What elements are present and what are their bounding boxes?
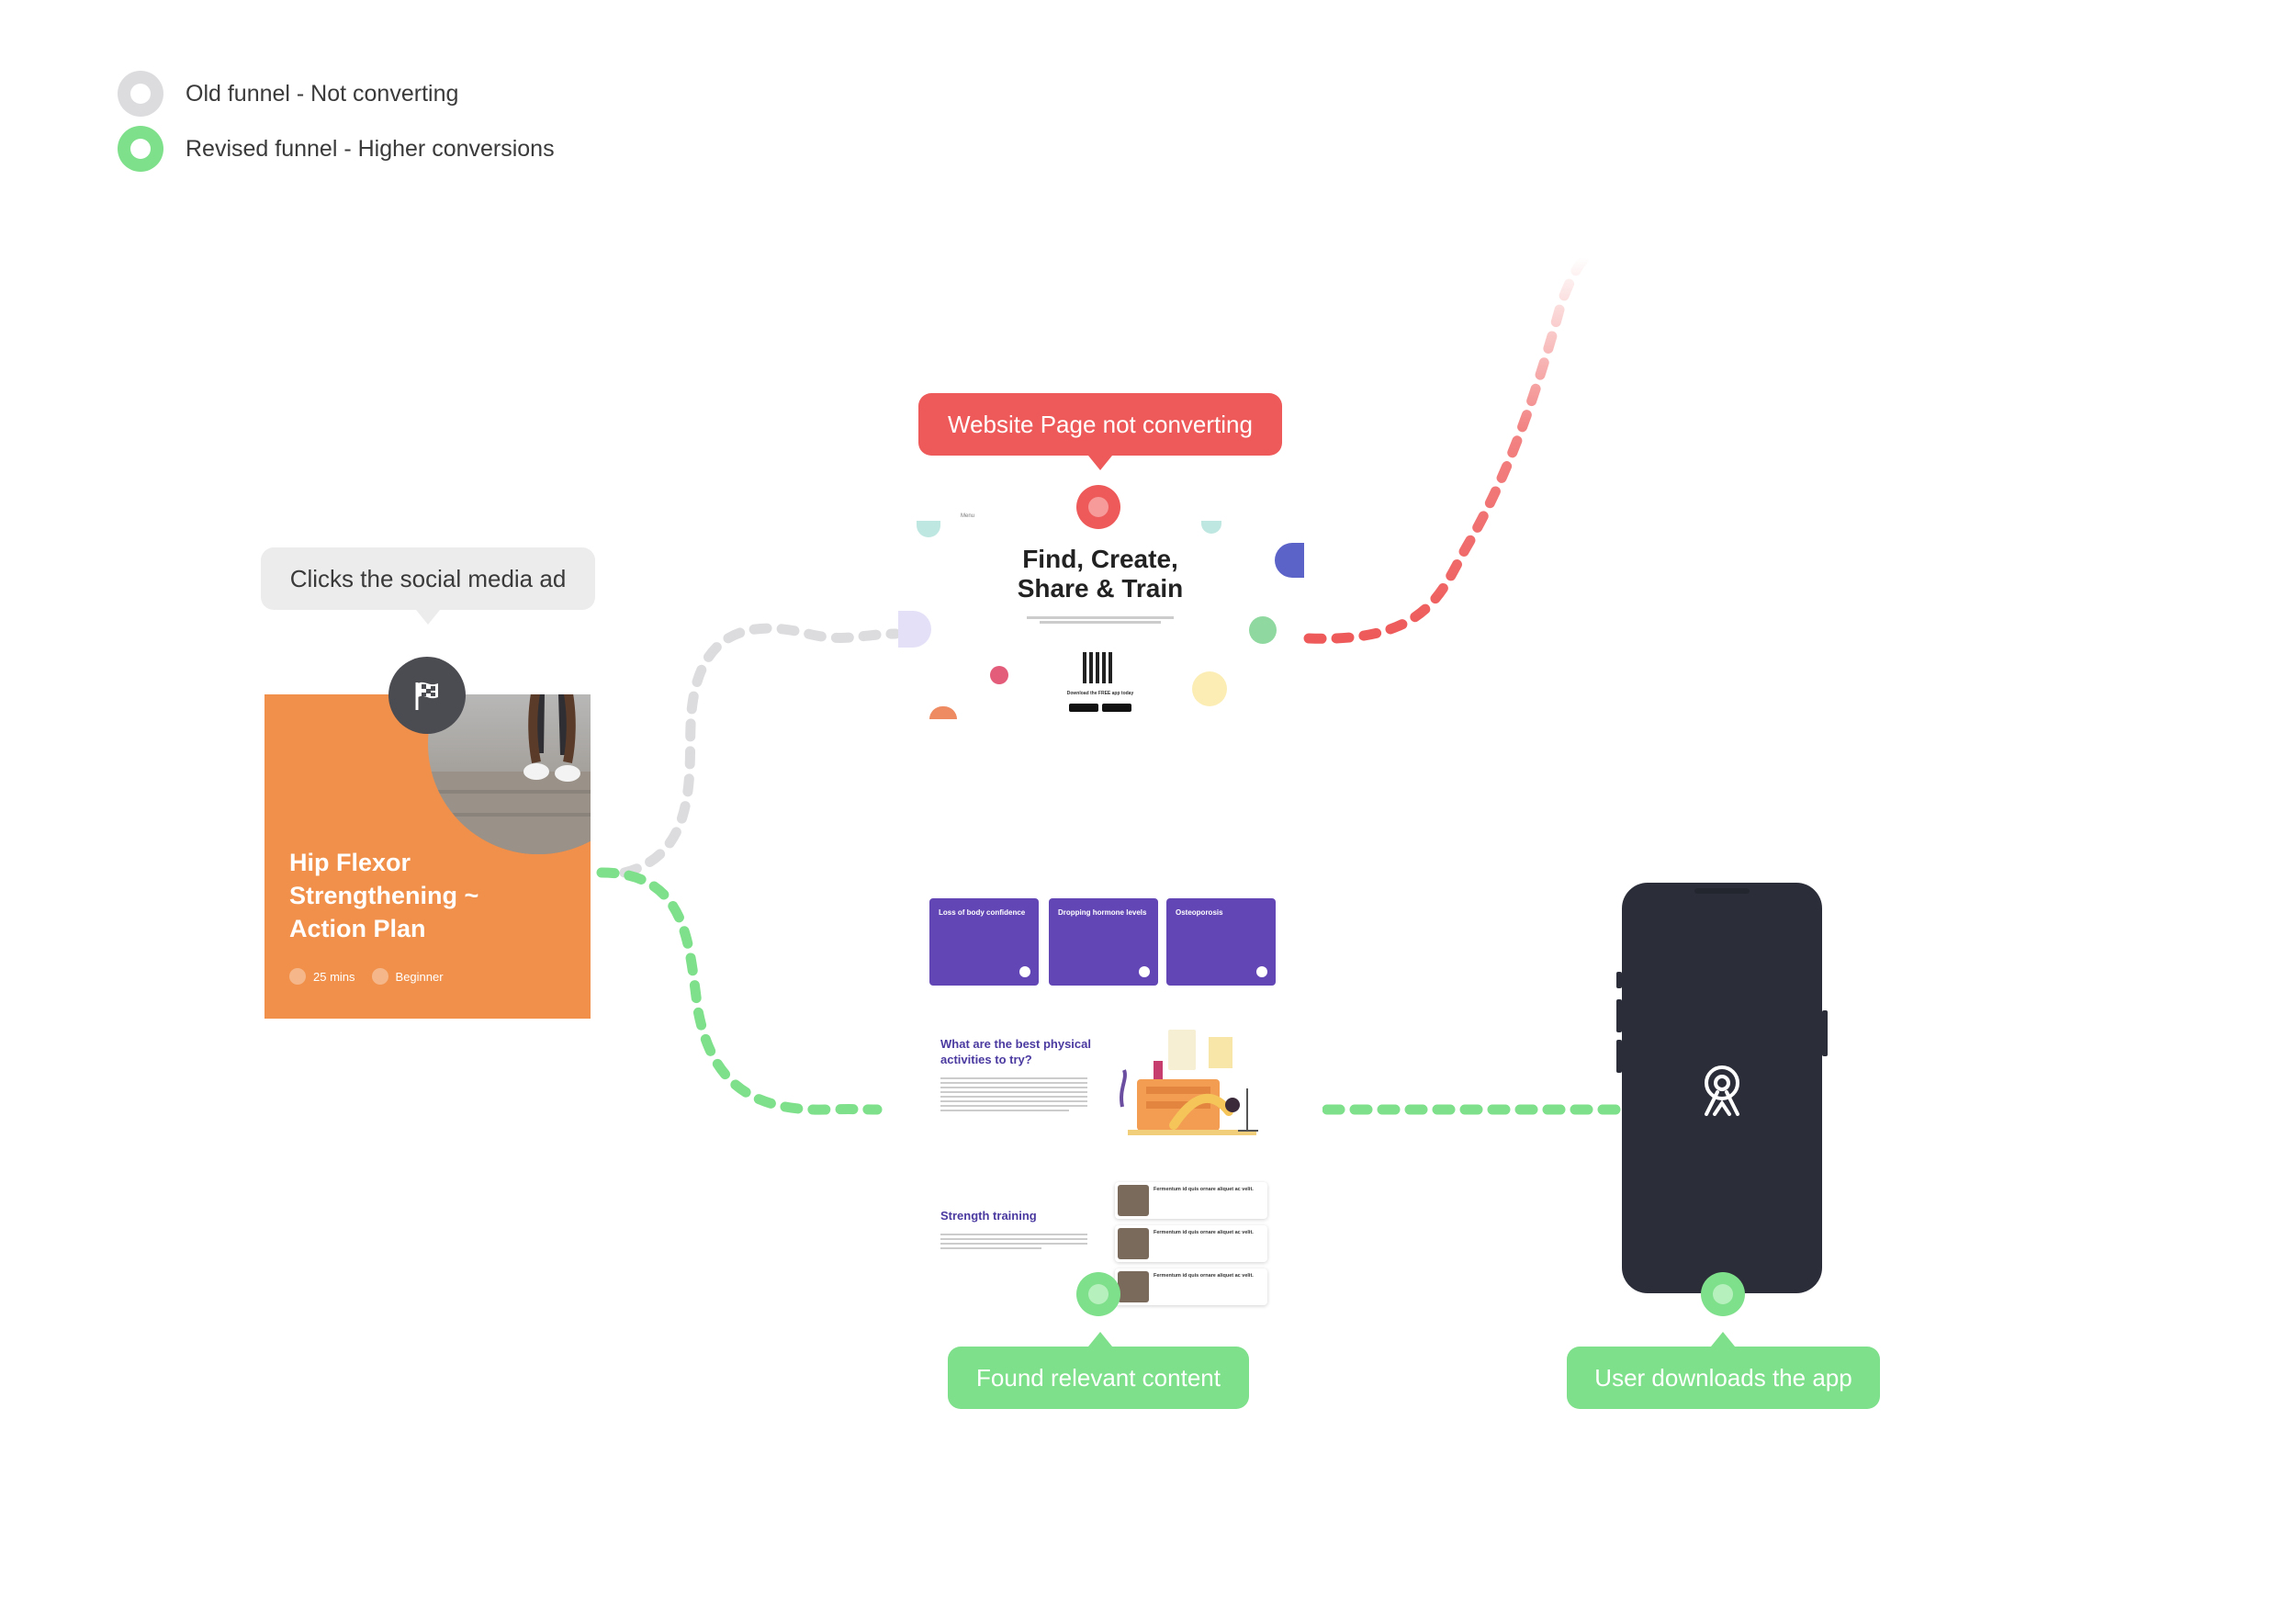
deco-circle [990, 666, 1008, 684]
arrow-icon [1019, 966, 1030, 977]
content-step-bubble: Found relevant content [948, 1347, 1249, 1409]
website-headline-line-2: Share & Train [1017, 574, 1184, 603]
video-title: Fermentum id quis ornare aliquet ac veli… [1154, 1230, 1254, 1235]
content-node [1076, 1272, 1120, 1316]
website-download-cta: Download the FREE app today [1066, 691, 1134, 696]
video-title: Fermentum id quis ornare aliquet ac veli… [1154, 1187, 1254, 1192]
website-node [1076, 485, 1120, 529]
topic-tile[interactable]: Dropping hormone levels [1049, 898, 1158, 986]
deco-circle [1201, 521, 1221, 534]
video-thumbnail [1118, 1228, 1149, 1259]
section-title-activities: What are the best physical activities to… [940, 1037, 1091, 1066]
video-title: Fermentum id quis ornare aliquet ac veli… [1154, 1273, 1254, 1279]
revised-funnel-path-1 [596, 867, 883, 1115]
app-logo-icon[interactable] [1699, 1065, 1745, 1116]
old-funnel-path [619, 623, 901, 878]
phone-side-button [1616, 1040, 1622, 1073]
website-subtext-placeholder [1027, 614, 1174, 626]
website-step-bubble: Website Page not converting [918, 393, 1282, 456]
deco-circle [917, 521, 940, 537]
search-icon [1249, 616, 1277, 644]
ad-step-label: Clicks the social media ad [289, 564, 567, 592]
legend-item-old-funnel: Old funnel - Not converting [118, 71, 458, 117]
phone-side-button [1822, 1010, 1828, 1056]
topic-tile[interactable]: Osteoporosis [1166, 898, 1276, 986]
chart-icon [1275, 543, 1304, 578]
qr-code [1083, 652, 1114, 683]
video-thumbnail [1118, 1271, 1149, 1302]
content-bubble-tail [1088, 1332, 1112, 1347]
legend-dot-green [118, 126, 163, 172]
yoga-illustration [1109, 1024, 1275, 1144]
legend-item-revised-funnel: Revised funnel - Higher conversions [118, 126, 555, 172]
section-body-placeholder [940, 1231, 1087, 1252]
video-card[interactable]: Fermentum id quis ornare aliquet ac veli… [1115, 1182, 1267, 1219]
arrow-icon [1139, 966, 1150, 977]
topic-tile-label: Loss of body confidence [939, 908, 1026, 917]
deco-circle [929, 706, 957, 719]
ad-meta: 25 mins Beginner [289, 968, 444, 985]
phone-node [1701, 1272, 1745, 1316]
video-card[interactable]: Fermentum id quis ornare aliquet ac veli… [1115, 1225, 1267, 1262]
section-body-placeholder [940, 1075, 1087, 1114]
ad-step-bubble: Clicks the social media ad [261, 547, 595, 610]
deco-circle [1192, 671, 1227, 706]
ad-duration: 25 mins [313, 969, 355, 984]
topic-tile[interactable]: Loss of body confidence [929, 898, 1039, 986]
website-menu-link: Menu [961, 513, 975, 519]
topic-tile-label: Dropping hormone levels [1058, 908, 1147, 917]
website-page-preview[interactable]: Menu Find, Create, Share & Train Downloa… [898, 501, 1304, 719]
phone-side-button [1616, 972, 1622, 988]
app-store-badge[interactable] [1069, 704, 1098, 712]
section-title-strength: Strength training [940, 1209, 1037, 1223]
website-headline: Find, Create, Share & Train [990, 545, 1210, 603]
phone-mockup [1622, 883, 1822, 1293]
level-icon [371, 968, 388, 985]
ad-bubble-tail [416, 610, 440, 625]
website-exit-path [1303, 252, 1594, 644]
content-page-preview[interactable]: Loss of body confidence Dropping hormone… [918, 882, 1322, 1305]
flag-icon [388, 657, 466, 734]
app-bubble-tail [1711, 1332, 1735, 1347]
video-thumbnail [1118, 1185, 1149, 1216]
website-headline-line-1: Find, Create, [1022, 545, 1178, 573]
legend-label: Old funnel - Not converting [186, 80, 459, 107]
social-ad-card[interactable]: Hip Flexor Strengthening ~ Action Plan 2… [264, 694, 591, 1019]
ad-level: Beginner [395, 969, 444, 984]
legend-dot-grey [118, 71, 163, 117]
app-step-label: User downloads the app [1594, 1363, 1852, 1392]
phone-notch [1694, 888, 1750, 894]
website-bubble-tail [1088, 456, 1112, 470]
ad-title: Hip Flexor Strengthening ~ Action Plan [289, 849, 479, 942]
video-card[interactable]: Fermentum id quis ornare aliquet ac veli… [1115, 1268, 1267, 1305]
legend-label: Revised funnel - Higher conversions [186, 135, 555, 162]
clock-icon [289, 968, 306, 985]
website-step-label: Website Page not converting [948, 410, 1253, 438]
stretching-person-illustration [428, 694, 591, 854]
topic-tile-label: Osteoporosis [1176, 908, 1223, 917]
phone-side-button [1616, 999, 1622, 1032]
app-step-bubble: User downloads the app [1567, 1347, 1880, 1409]
content-step-label: Found relevant content [976, 1363, 1221, 1392]
google-play-badge[interactable] [1102, 704, 1131, 712]
arrow-icon [1256, 966, 1267, 977]
deco-circle [898, 611, 931, 648]
